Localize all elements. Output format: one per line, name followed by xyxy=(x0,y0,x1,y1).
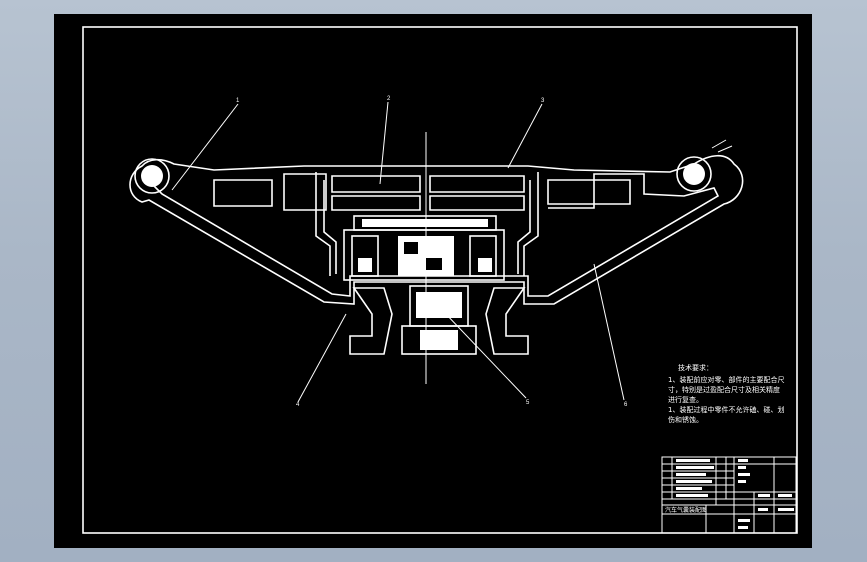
top-cover-right xyxy=(429,175,525,211)
outer-shell-outline xyxy=(129,154,744,305)
part-label-3: 3 xyxy=(541,98,545,104)
drawing-sheet: 1 2 3 4 5 6 技术要求： 1、装配前应对零、部件的主要配合尺 寸，特别… xyxy=(54,14,812,548)
title-block: 汽车气囊装配图 xyxy=(661,456,797,534)
tech-req-line-1: 1、装配前应对零、部件的主要配合尺 xyxy=(668,375,784,384)
left-ring xyxy=(134,158,170,194)
drawing-title: 汽车气囊装配图 xyxy=(665,506,707,514)
part-leaders xyxy=(171,101,625,403)
airbag-assembly xyxy=(129,132,744,384)
title-block-frame xyxy=(661,456,797,534)
parts-list-grid xyxy=(662,457,796,533)
tech-req-line-3: 进行复查。 xyxy=(668,395,703,404)
inflator xyxy=(343,215,505,281)
part-label-6: 6 xyxy=(624,402,628,408)
base-mount xyxy=(349,285,529,355)
tech-req-line-5: 伤和锈蚀。 xyxy=(668,415,703,424)
right-ring xyxy=(676,156,712,192)
parts-list-fills xyxy=(676,459,794,529)
part-label-2: 2 xyxy=(387,96,391,102)
inner-shell-outline xyxy=(153,173,720,297)
assembly-drawing: 1 2 3 4 5 6 技术要求： 1、装配前应对零、部件的主要配合尺 寸，特别… xyxy=(82,26,798,534)
tech-req-line-4: 1、装配过程中零件不允许磕、碰、划 xyxy=(668,405,784,414)
right-plate xyxy=(547,179,631,205)
tech-req-line-2: 寸，特别是过盈配合尺寸及相关精度 xyxy=(668,385,780,394)
tech-requirements: 技术要求： 1、装配前应对零、部件的主要配合尺 寸，特别是过盈配合尺寸及相关精度… xyxy=(668,363,784,424)
housing-walls xyxy=(315,172,539,276)
left-ring-core xyxy=(141,165,163,187)
part-label-1: 1 xyxy=(236,98,240,104)
right-ring-core xyxy=(683,163,705,185)
top-cover-left xyxy=(331,175,421,211)
drawing-border xyxy=(82,26,798,534)
part-label-4: 4 xyxy=(296,402,300,408)
left-plate xyxy=(213,179,273,207)
right-tabs xyxy=(711,139,733,153)
part-label-5: 5 xyxy=(526,400,530,406)
tech-req-title: 技术要求： xyxy=(678,363,713,372)
inner-shell-left xyxy=(283,173,327,211)
